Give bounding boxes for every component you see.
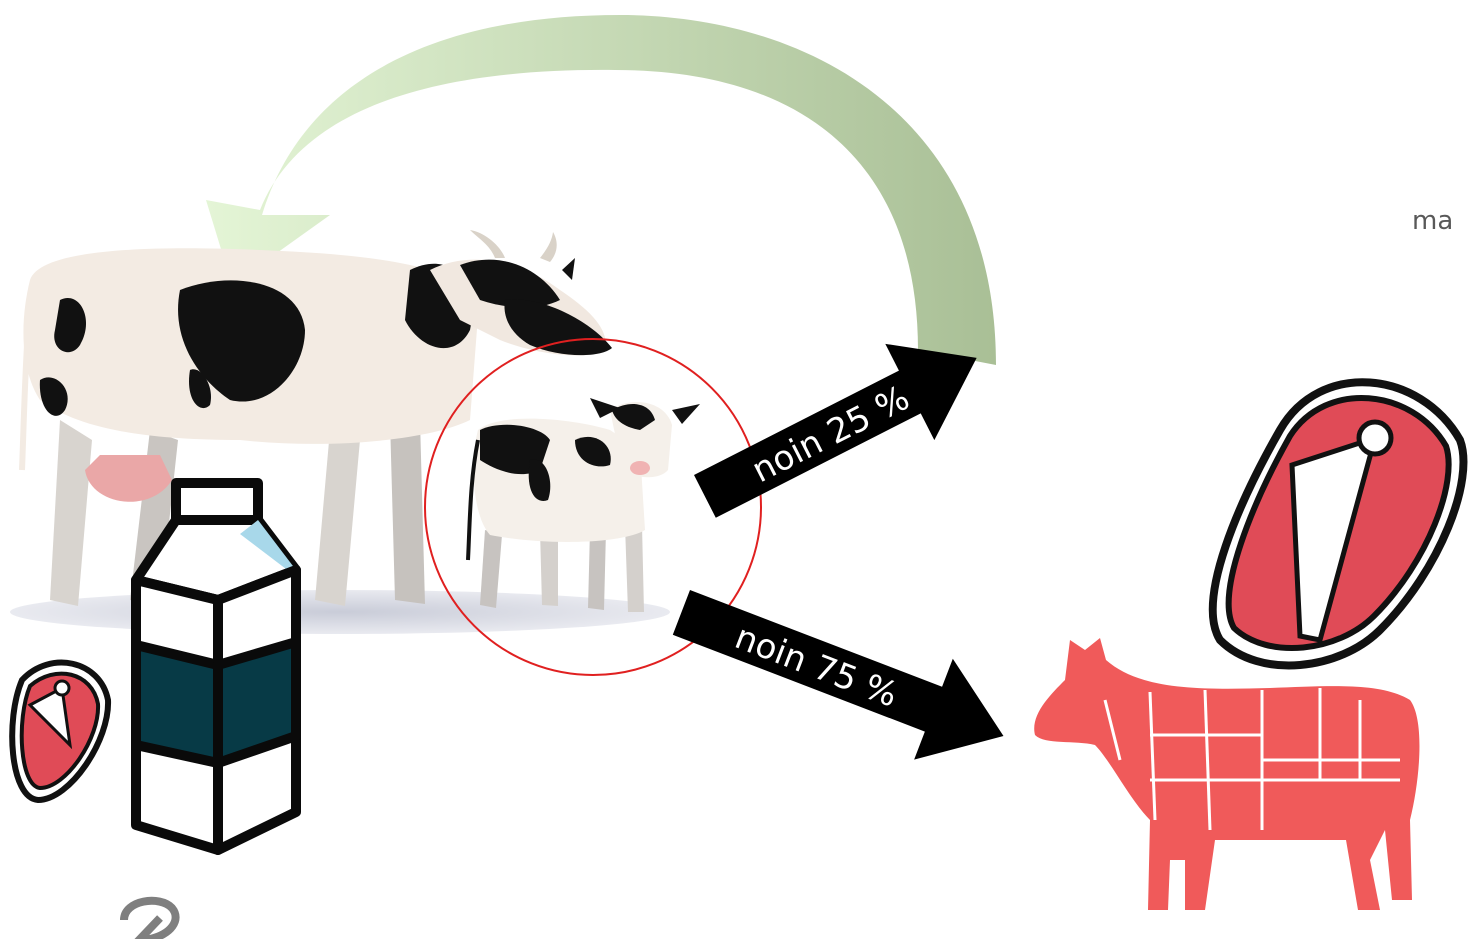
calf-illustration — [468, 398, 700, 612]
arrow-upper-label: noin 25 % — [746, 378, 916, 491]
corner-text: ma — [1412, 206, 1453, 236]
beef-cuts-icon — [1034, 638, 1419, 910]
steak-icon-large — [1213, 382, 1464, 665]
milk-carton-icon — [136, 483, 296, 850]
arrow-lower: noin 75 % — [662, 562, 1023, 786]
logo-mark — [124, 901, 176, 939]
cow-illustration — [22, 230, 612, 606]
steak-icon-small — [12, 663, 108, 800]
